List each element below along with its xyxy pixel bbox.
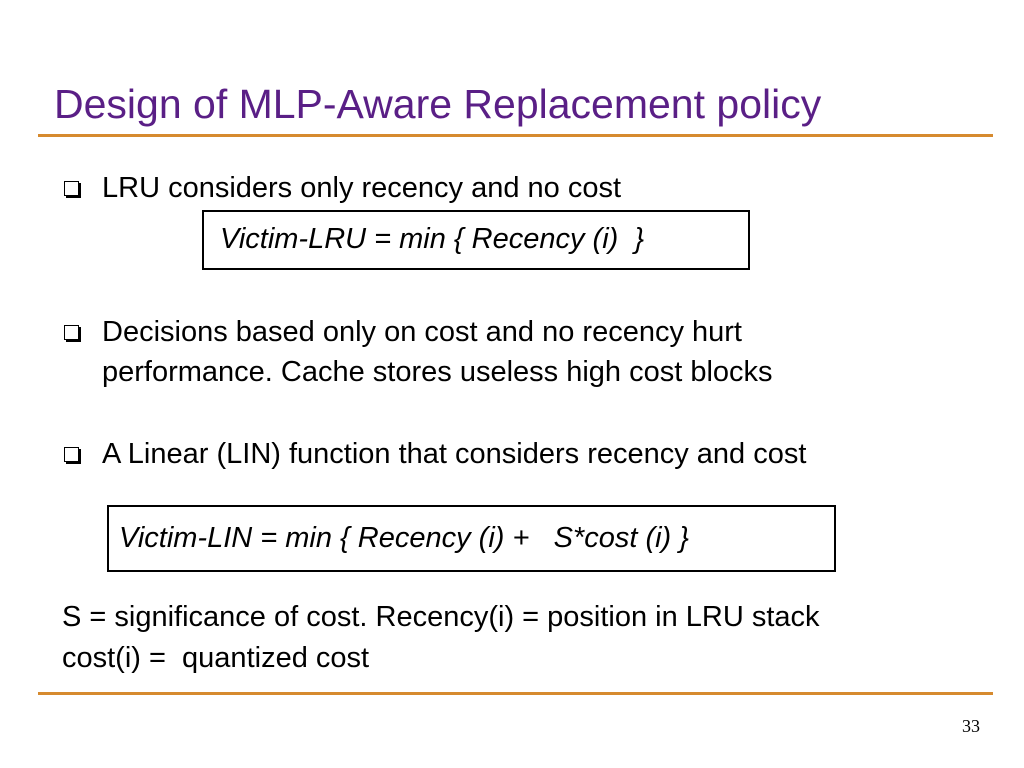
title-divider: [38, 134, 993, 137]
bullet-text-line: Decisions based only on cost and no rece…: [102, 316, 742, 348]
bullet-text: A Linear (LIN) function that considers r…: [102, 438, 807, 470]
hollow-square-bullet-icon: [64, 325, 79, 340]
page-number: 33: [962, 716, 980, 736]
note-line-cost: cost(i) = quantized cost: [62, 642, 370, 674]
formula-victim-lin: Victim-LIN = min { Recency (i) + S*cost …: [107, 505, 836, 572]
bullet-text: Decisions based only on cost and no rece…: [102, 312, 773, 392]
bullet-text-line: performance. Cache stores useless high c…: [102, 356, 773, 388]
note-line-significance: S = significance of cost. Recency(i) = p…: [62, 601, 820, 633]
slide-title: Design of MLP-Aware Replacement policy: [54, 81, 822, 127]
hollow-square-bullet-icon: [64, 447, 79, 462]
hollow-square-bullet-icon: [64, 181, 79, 196]
bullet-text: LRU considers only recency and no cost: [102, 172, 622, 204]
footer-divider: [38, 692, 993, 695]
formula-victim-lru: Victim-LRU = min { Recency (i) }: [202, 210, 750, 270]
